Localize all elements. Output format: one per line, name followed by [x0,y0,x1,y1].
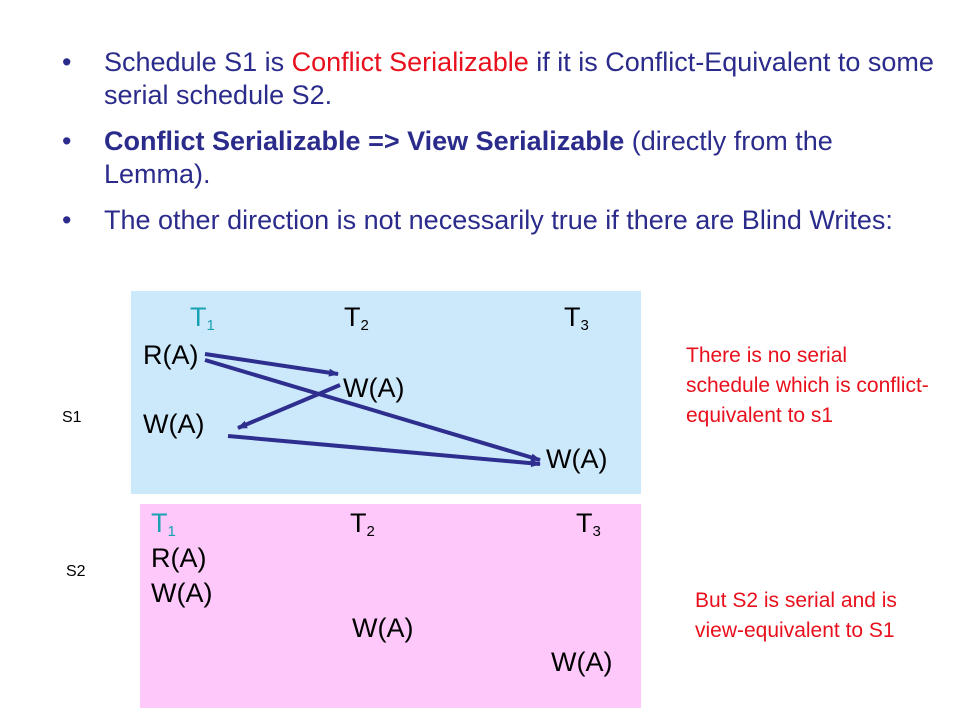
s1-t2-write: W(A) [343,373,405,403]
schedule-s2-label: S2 [66,563,86,580]
bullet-conflict-serializable-def: • Schedule S1 is Conflict Serializable i… [62,46,942,112]
arrow-r1-to-w3 [204,358,541,462]
s1-t2-sub: 2 [360,317,369,334]
s2-t1-text: T [151,508,168,538]
arrow-r1-to-w2 [204,352,339,377]
bullet-dot: • [62,47,72,77]
bullet-1-pre: Schedule S1 is [104,47,292,77]
bullet-list: • Schedule S1 is Conflict Serializable i… [62,46,942,250]
s1-header-t2: T2 [344,302,369,334]
s2-t2-text: T [350,508,367,538]
s1-t1-sub: 1 [206,317,215,334]
s2-t1-write: W(A) [151,578,213,608]
arrow-w2-to-w1 [237,383,341,430]
s2-t1-sub: 1 [167,523,176,540]
s1-t1-text: T [190,302,207,332]
s1-header-t3: T3 [564,302,589,334]
bullet-2-bold: Conflict Serializable => View Serializab… [104,126,625,156]
s2-header-t3: T3 [576,508,601,540]
bullet-1-post: if it is Conflict-Equivalent to some ser… [104,47,934,110]
s1-t3-write: W(A) [546,444,608,474]
s2-t3-text: T [576,508,593,538]
s2-t2-write: W(A) [352,613,414,643]
bullet-dot: • [62,126,72,156]
s1-note: There is no serial schedule which is con… [686,344,929,427]
s2-header-t1: T1 [151,508,176,540]
bullet-implication: • Conflict Serializable => View Serializ… [62,125,942,191]
schedule-s1-box [131,291,641,494]
bullet-2-post: (directly from the Lemma). [104,126,833,189]
bullet-3-text: The other direction is not necessarily t… [104,205,893,235]
s2-header-t2: T2 [350,508,375,540]
s2-note: But S2 is serial and is view-equivalent … [695,589,897,642]
bullet-blind-writes: • The other direction is not necessarily… [62,204,942,237]
s2-t3-write: W(A) [551,647,613,677]
s2-t1-read: R(A) [151,543,207,573]
s1-t1-write: W(A) [143,409,205,439]
arrow-w1-to-w3 [227,434,541,468]
s1-t1-read: R(A) [143,340,199,370]
s1-t3-sub: 3 [580,317,589,334]
schedule-s2-box [140,504,641,708]
s2-t2-sub: 2 [366,523,375,540]
bullet-1-highlight: Conflict Serializable [291,47,529,77]
s1-header-t1: T1 [190,302,215,334]
schedule-s1-label: S1 [62,409,82,426]
bullet-dot: • [62,205,72,235]
s2-t3-sub: 3 [592,523,601,540]
s1-t3-text: T [564,302,581,332]
s1-t2-text: T [344,302,361,332]
